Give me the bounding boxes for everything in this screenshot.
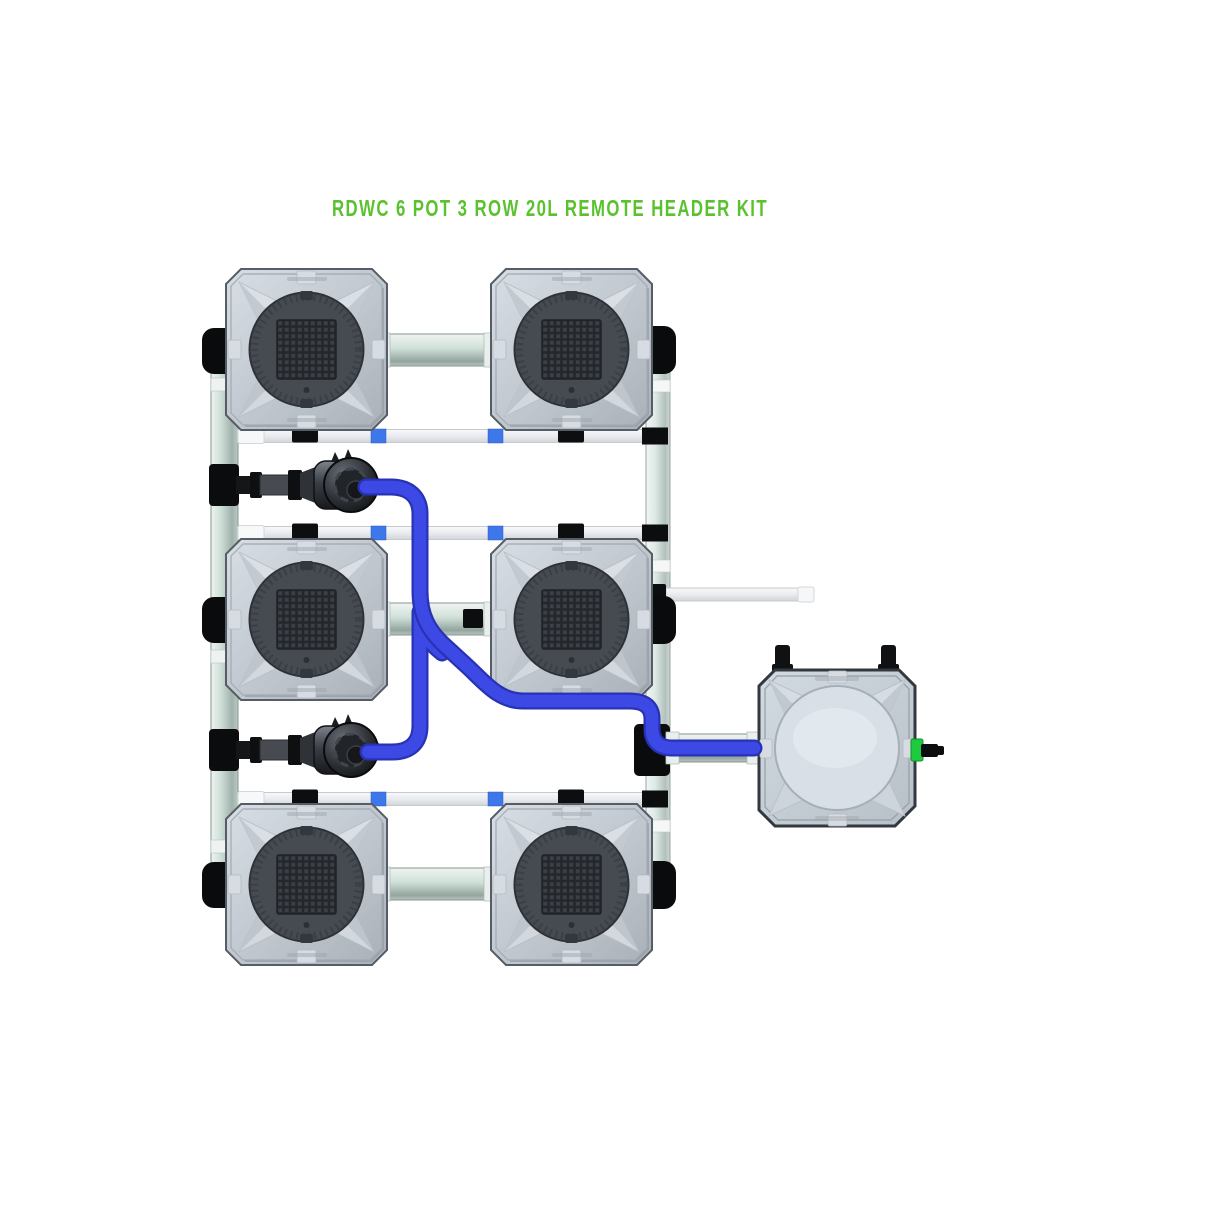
header-overflow-pipe xyxy=(646,584,815,604)
row-2-drain-pipe xyxy=(237,523,669,542)
pot-row1-right xyxy=(491,269,652,430)
row-3-drain-pipe xyxy=(237,789,669,808)
pipe-clip xyxy=(463,609,483,628)
blue-coupler xyxy=(487,525,504,541)
kit-title: RDWC 6 POT 3 ROW 20L REMOTE HEADER KIT xyxy=(332,195,768,221)
pot-row3-left xyxy=(226,804,387,965)
pot-row2-left xyxy=(226,539,387,700)
return-tube-top xyxy=(359,480,761,755)
remote-header-tank xyxy=(757,645,944,828)
blue-coupler xyxy=(370,791,387,807)
blue-coupler xyxy=(487,428,504,444)
row-1-drain-pipe xyxy=(237,426,669,445)
blue-coupler xyxy=(370,428,387,444)
blue-coupler xyxy=(370,525,387,541)
blue-coupler xyxy=(487,791,504,807)
row-1-pipe xyxy=(375,332,499,368)
pot-row2-right xyxy=(491,539,652,700)
row-3-pipe xyxy=(375,866,499,902)
pot-row1-left xyxy=(226,269,387,430)
pot-row3-right xyxy=(491,804,652,965)
